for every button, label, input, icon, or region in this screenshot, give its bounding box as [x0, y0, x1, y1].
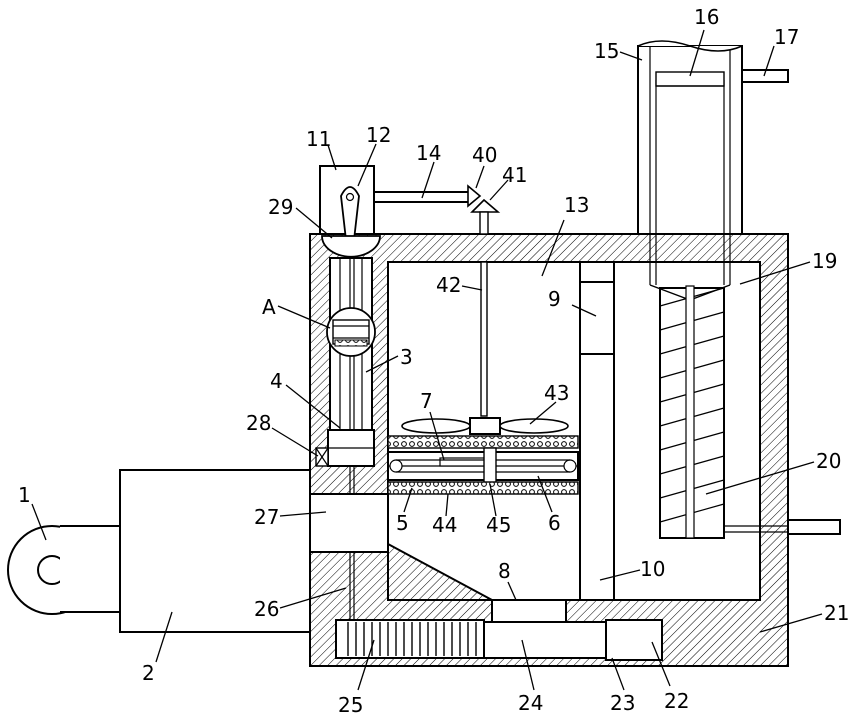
label-6: 6: [548, 511, 561, 535]
label-24: 24: [518, 691, 543, 715]
label-4: 4: [270, 369, 283, 393]
label-10: 10: [640, 557, 665, 581]
label-29: 29: [268, 195, 293, 219]
label-27: 27: [254, 505, 279, 529]
outlet-pipe-right: [788, 520, 840, 534]
label-13: 13: [564, 193, 589, 217]
label-a: A: [262, 295, 276, 319]
label-41: 41: [502, 163, 527, 187]
label-12: 12: [366, 123, 391, 147]
label-45: 45: [486, 513, 511, 537]
label-42: 42: [436, 273, 461, 297]
shaft-42: [481, 262, 487, 416]
inlet-27: [310, 494, 388, 552]
label-17: 17: [774, 25, 799, 49]
label-21: 21: [824, 601, 849, 625]
label-19: 19: [812, 249, 837, 273]
label-28: 28: [246, 411, 271, 435]
label-9: 9: [548, 287, 561, 311]
label-11: 11: [306, 127, 331, 151]
label-43: 43: [544, 381, 569, 405]
label-8: 8: [498, 559, 511, 583]
label-25: 25: [338, 693, 363, 717]
label-2: 2: [142, 661, 155, 685]
bevel-gear-40: [468, 186, 480, 206]
label-20: 20: [816, 449, 841, 473]
label-3: 3: [400, 345, 413, 369]
lower-screen-44: [388, 482, 578, 494]
label-14: 14: [416, 141, 441, 165]
drive-block-22: [606, 620, 662, 660]
label-26: 26: [254, 597, 279, 621]
label-7: 7: [420, 389, 433, 413]
label-40: 40: [472, 143, 497, 167]
upper-screen: [388, 436, 578, 448]
label-22: 22: [664, 689, 689, 713]
spring-25: [336, 620, 484, 658]
divider-window-9: [580, 282, 614, 354]
outlet-8: [492, 600, 566, 622]
label-1: 1: [18, 483, 31, 507]
label-44: 44: [432, 513, 457, 537]
label-15: 15: [594, 39, 619, 63]
drive-rod-24: [484, 622, 608, 658]
label-5: 5: [396, 511, 409, 535]
bevel-gear-41: [472, 200, 498, 212]
label-16: 16: [694, 5, 719, 29]
label-23: 23: [610, 691, 635, 715]
